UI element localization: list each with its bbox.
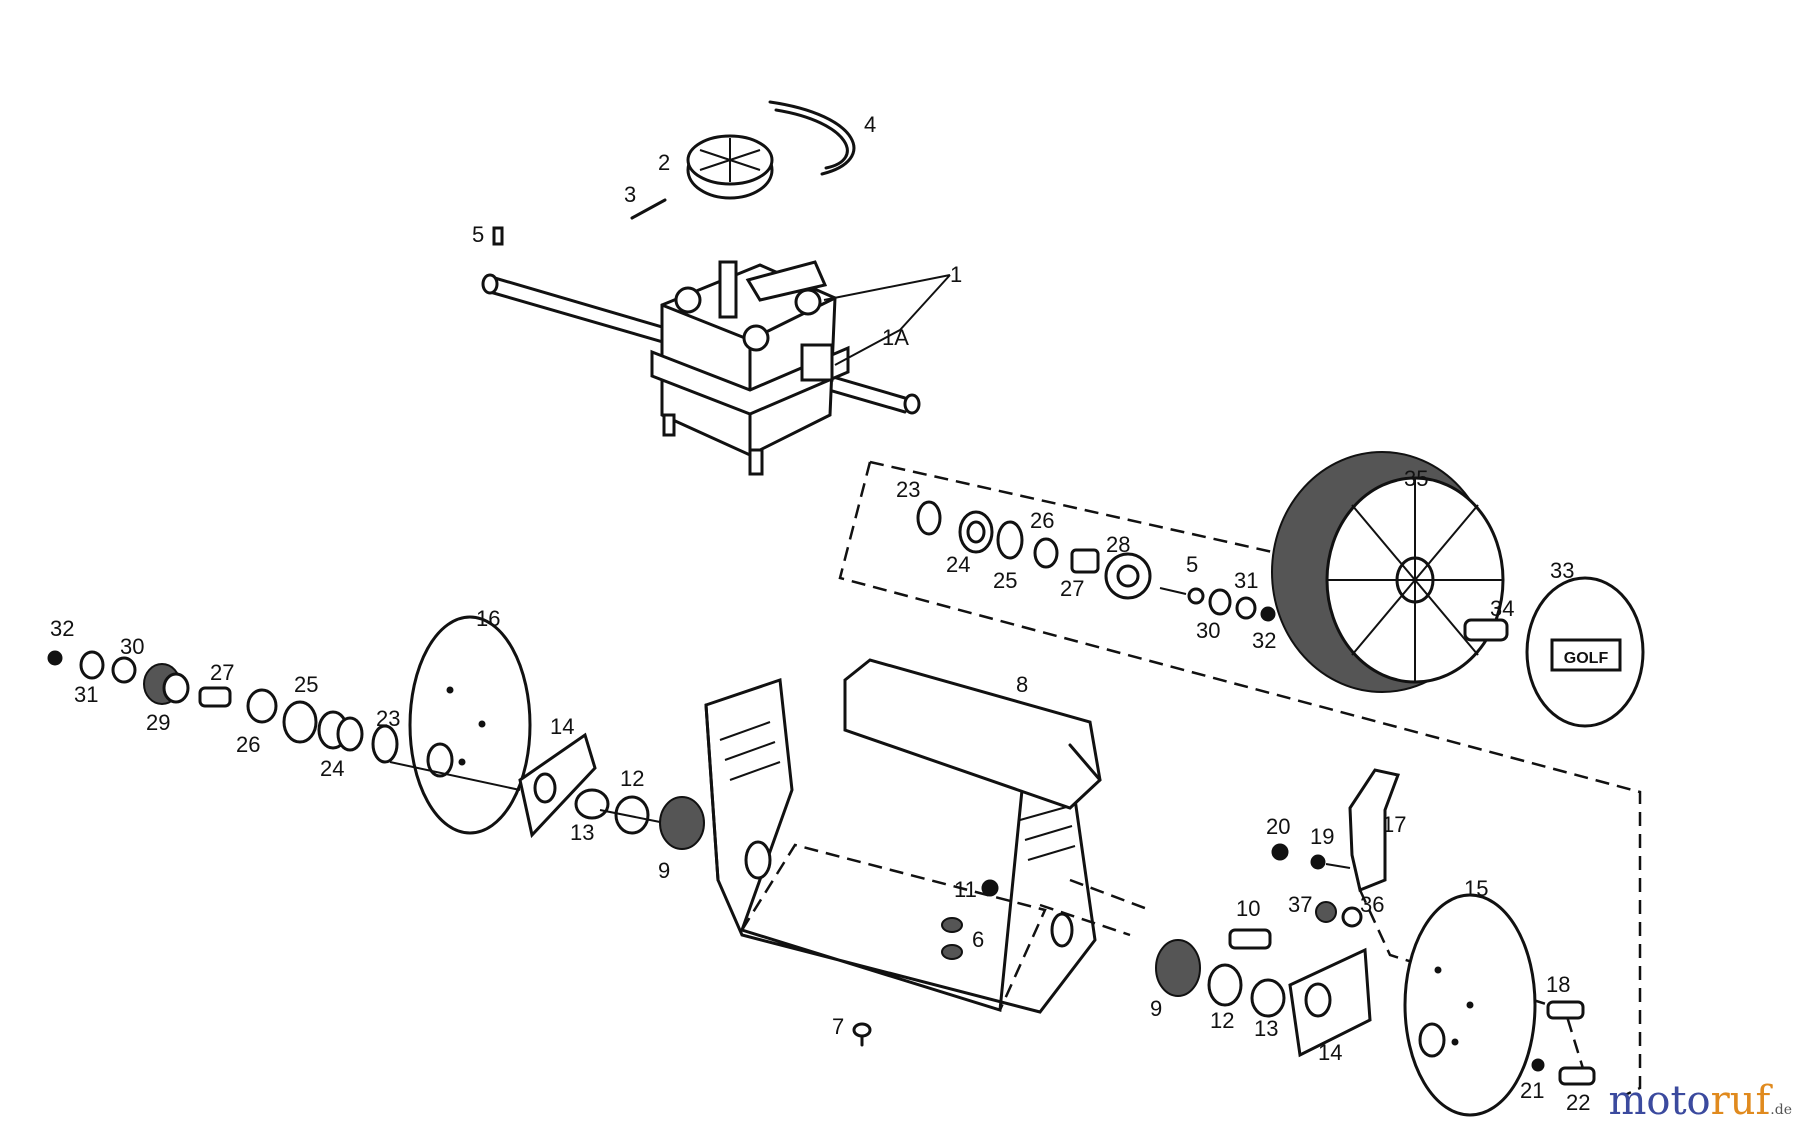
label-35: 35 [1404, 466, 1428, 491]
label-9-left: 9 [658, 858, 670, 883]
pin [630, 198, 667, 220]
label-12-right: 12 [1210, 1008, 1234, 1033]
gearbox-assembly [481, 100, 951, 476]
watermark-part2: ruf [1710, 1078, 1771, 1124]
right-front-parts [1155, 768, 1596, 1117]
label-36: 36 [1360, 892, 1384, 917]
label-16: 16 [476, 606, 500, 631]
label-15: 15 [1464, 876, 1488, 901]
label-14-left: 14 [550, 714, 574, 739]
label-1A: 1A [882, 325, 909, 350]
label-13-left: 13 [570, 820, 594, 845]
label-28: 28 [1106, 532, 1130, 557]
label-10: 10 [1236, 896, 1260, 921]
label-32-right: 32 [1252, 628, 1276, 653]
cover-plate [843, 658, 1102, 810]
label-30-right: 30 [1196, 618, 1220, 643]
label-24-right: 24 [946, 552, 970, 577]
axle-bolt [1463, 618, 1509, 642]
label-18: 18 [1546, 972, 1570, 997]
label-31-right: 31 [1234, 568, 1258, 593]
label-25-right: 25 [993, 568, 1017, 593]
label-34: 34 [1490, 596, 1514, 621]
label-11: 11 [954, 877, 977, 902]
watermark-part3: .de [1770, 1102, 1792, 1118]
label-22: 22 [1566, 1090, 1590, 1115]
label-27-left: 27 [210, 660, 234, 685]
left-wheel-plate [408, 615, 532, 835]
label-14-right: 14 [1318, 1040, 1342, 1065]
right-bearing [1155, 939, 1201, 997]
label-26-left: 26 [236, 732, 260, 757]
left-wheel-parts [47, 615, 705, 850]
label-21: 21 [1520, 1078, 1544, 1103]
label-5-top: 5 [472, 222, 484, 247]
input-shaft [718, 260, 738, 319]
label-32-left: 32 [50, 616, 74, 641]
label-13-right: 13 [1254, 1016, 1278, 1041]
watermark-logo: motoruf.de [1608, 1078, 1792, 1124]
label-27-right: 27 [1060, 576, 1084, 601]
label-37: 37 [1288, 892, 1312, 917]
label-31-left: 31 [74, 682, 98, 707]
label-26-right: 26 [1030, 508, 1054, 533]
left-bearing [659, 796, 705, 850]
label-23-right: 23 [896, 477, 920, 502]
label-17: 17 [1382, 812, 1406, 837]
label-19: 19 [1310, 824, 1334, 849]
label-3: 3 [624, 182, 636, 207]
label-4: 4 [864, 112, 876, 137]
label-7: 7 [832, 1014, 844, 1039]
label-30-left: 30 [120, 634, 144, 659]
left-bracket [518, 732, 597, 839]
right-wheel-assembly: GOLF [838, 451, 1645, 1097]
v-belt [768, 100, 856, 176]
label-29: 29 [146, 710, 170, 735]
label-23-left: 23 [376, 706, 400, 731]
part-labels: 1 1A 2 3 4 5 23 24 25 26 27 28 5 31 30 3… [50, 112, 1590, 1115]
label-5-right: 5 [1186, 552, 1198, 577]
adjust-lever [1348, 768, 1401, 893]
label-12-left: 12 [620, 766, 644, 791]
label-24-left: 24 [320, 756, 344, 781]
label-2: 2 [658, 150, 670, 175]
watermark-part1: moto [1608, 1078, 1711, 1124]
label-1: 1 [950, 262, 962, 287]
label-9-right: 9 [1150, 996, 1162, 1021]
label-33: 33 [1550, 558, 1574, 583]
hubcap-logo: GOLF [1564, 650, 1609, 667]
label-25-left: 25 [294, 672, 318, 697]
chassis-frame [704, 658, 1151, 1047]
label-6: 6 [972, 927, 984, 952]
label-20: 20 [1266, 814, 1290, 839]
label-8: 8 [1016, 672, 1028, 697]
